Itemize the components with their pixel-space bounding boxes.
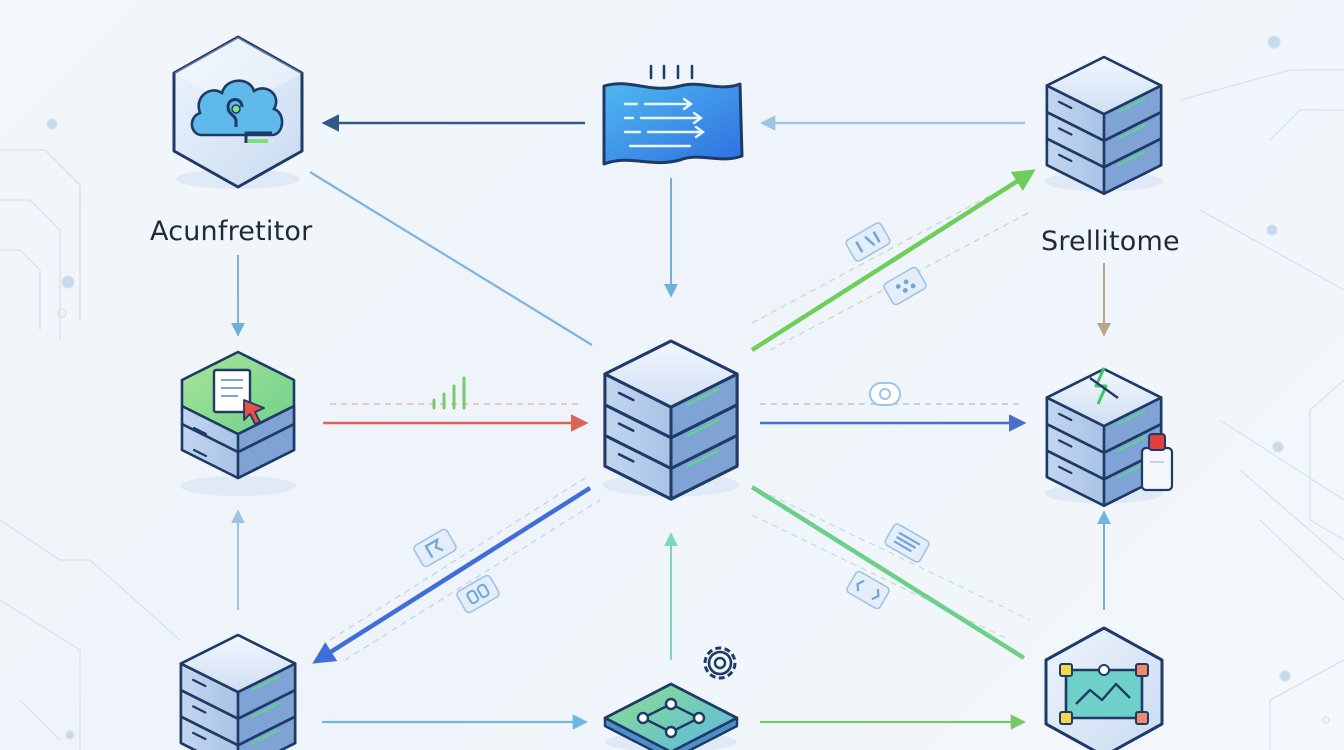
cloud-head-icon <box>190 79 284 143</box>
node-label-top-right: Srellitome <box>1041 226 1180 257</box>
node-label-top-left: Acunfretitor <box>150 216 313 247</box>
node-bottom-left[interactable] <box>177 633 299 750</box>
gear-icon <box>703 646 737 680</box>
connectors <box>231 114 1111 730</box>
packet-link-icon <box>456 574 500 614</box>
node-bottom-right[interactable] <box>1044 626 1164 750</box>
node-top-right[interactable] <box>1043 55 1165 196</box>
edge-center-to-bottomleft <box>312 486 592 664</box>
packet-flag-icon <box>413 528 457 568</box>
edge-topleft-to-center <box>309 171 593 346</box>
packet-list-icon <box>884 523 930 563</box>
packet-tag-icon <box>845 222 891 262</box>
background-circuit-decoration <box>0 35 1344 750</box>
test-tube-icon <box>1140 433 1174 492</box>
lightning-icon <box>1089 367 1119 405</box>
edge-center-to-topright <box>750 169 1036 352</box>
document-cursor-icon <box>212 368 265 425</box>
node-bottom-center[interactable] <box>603 682 739 750</box>
packet-bracket-icon <box>846 570 890 610</box>
node-top-center[interactable] <box>602 64 744 166</box>
chart-monitor-icon <box>1059 663 1149 725</box>
node-center[interactable] <box>601 339 741 501</box>
node-top-left[interactable] <box>172 35 304 189</box>
node-mid-right[interactable] <box>1043 367 1174 508</box>
server-stack-icon <box>177 633 299 750</box>
edge-center-to-bottomright <box>750 485 1026 660</box>
central-server-icon <box>601 339 741 501</box>
signal-bars-icon <box>432 376 466 410</box>
circuit-chip-icon <box>636 697 706 739</box>
node-mid-left[interactable] <box>180 350 296 496</box>
link-badge-icon <box>869 382 901 406</box>
data-stream-icon <box>602 64 744 166</box>
packet-grid-icon <box>883 266 927 306</box>
server-stack-icon <box>1043 55 1165 196</box>
